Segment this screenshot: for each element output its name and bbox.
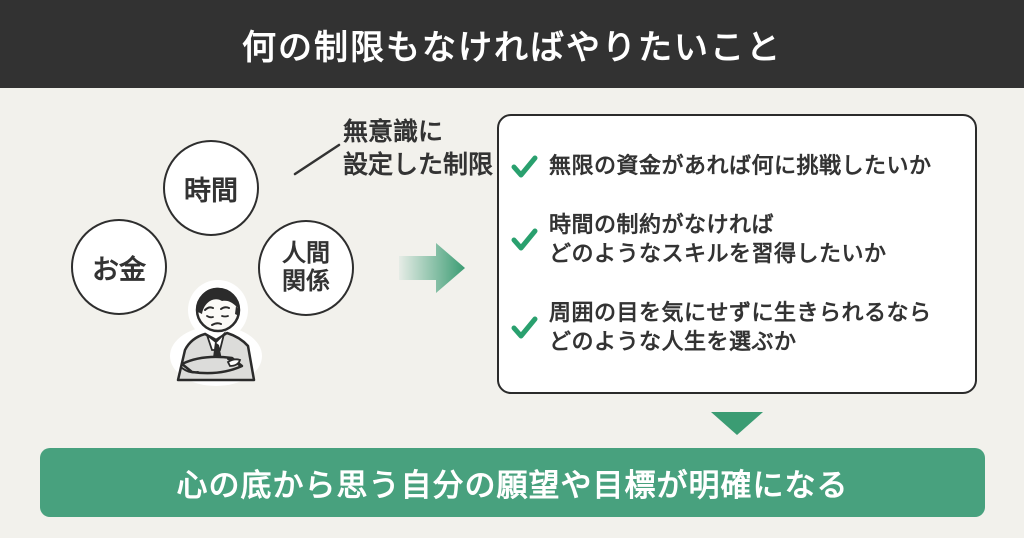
circle-relationships: 人間 関係 <box>258 220 354 316</box>
conclusion-banner: 心の底から思う自分の願望や目標が明確になる <box>40 448 985 517</box>
thinking-person-illustration <box>170 280 262 386</box>
question-item: 周囲の目を気にせずに生きられるなら どのような人生を選ぶか <box>511 298 961 357</box>
annotation-label: 無意識に 設定した制限 <box>343 118 494 179</box>
question-item: 時間の制約がなければ どのようなスキルを習得したいか <box>511 210 961 269</box>
arrow-right-icon <box>399 243 465 293</box>
circle-money: お金 <box>71 219 167 315</box>
questions-box: 無限の資金があれば何に挑戦したいか 時間の制約がなければ どのようなスキルを習得… <box>497 114 977 394</box>
question-item: 無限の資金があれば何に挑戦したいか <box>511 151 961 180</box>
circle-time-label: 時間 <box>184 175 238 206</box>
check-icon <box>511 155 538 178</box>
question-text: 時間の制約がなければ どのようなスキルを習得したいか <box>549 212 887 267</box>
check-icon <box>511 316 538 339</box>
header-bar: 何の制限もなければやりたいこと <box>0 0 1024 88</box>
page-title: 何の制限もなければやりたいこと <box>242 28 782 67</box>
circle-money-label: お金 <box>92 254 146 285</box>
question-text: 無限の資金があれば何に挑戦したいか <box>549 153 932 179</box>
annotation-pointer-line <box>293 143 341 176</box>
check-icon <box>511 228 538 251</box>
question-text: 周囲の目を気にせずに生きられるなら どのような人生を選ぶか <box>549 300 932 355</box>
circle-relationships-label: 人間 関係 <box>282 240 330 295</box>
circle-time: 時間 <box>163 140 259 236</box>
arrow-down-icon <box>711 412 763 435</box>
conclusion-text: 心の底から思う自分の願望や目標が明確になる <box>176 468 849 503</box>
